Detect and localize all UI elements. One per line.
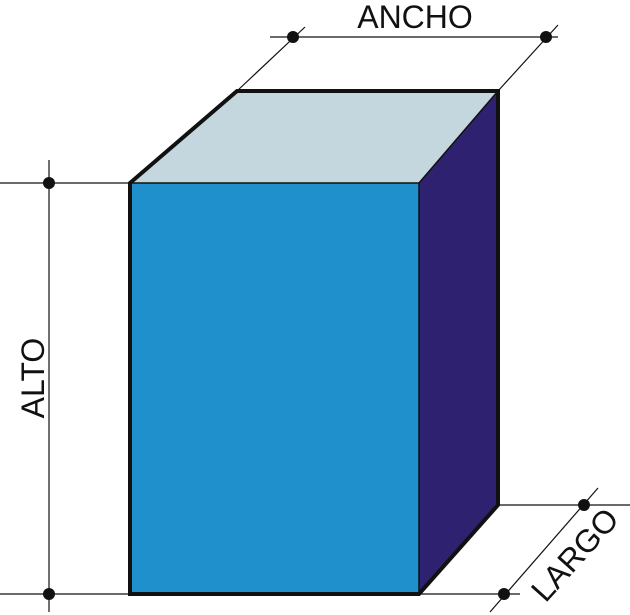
box-front-face [130, 183, 419, 594]
alto-label: ALTO [15, 338, 51, 419]
ancho-marker-left [287, 31, 299, 43]
alto-marker-bottom [43, 588, 55, 600]
alto-dimension [0, 160, 130, 612]
largo-marker-top [578, 499, 590, 511]
box-side-face [419, 91, 498, 594]
ancho-label: ANCHO [357, 0, 473, 35]
ancho-marker-right [540, 31, 552, 43]
box-top-right-edge [418, 90, 499, 184]
alto-marker-top [43, 177, 55, 189]
box-top-face [130, 91, 498, 183]
largo-marker-bottom [498, 588, 510, 600]
